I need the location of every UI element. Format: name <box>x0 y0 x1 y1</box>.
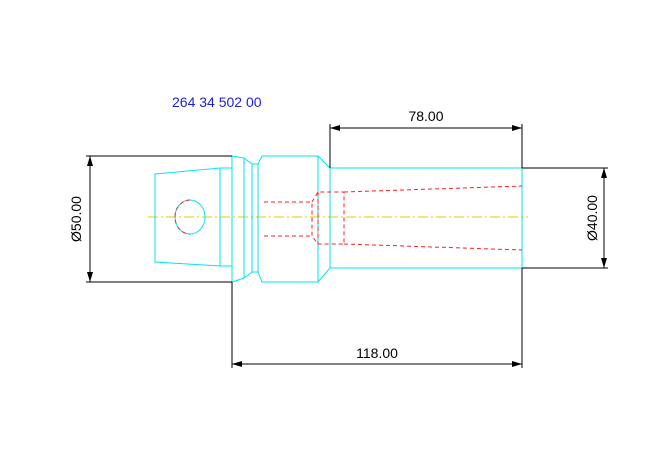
dim-78: 78.00 <box>408 108 443 124</box>
dim-diameter-50: Ø50.00 <box>68 196 84 242</box>
dim-diameter-40: Ø40.00 <box>584 195 600 241</box>
hidden-lines <box>174 185 523 251</box>
dimension-lines <box>86 124 608 368</box>
part-outline <box>154 155 523 283</box>
part-number: 264 34 502 00 <box>172 94 262 110</box>
dim-118: 118.00 <box>356 345 398 361</box>
